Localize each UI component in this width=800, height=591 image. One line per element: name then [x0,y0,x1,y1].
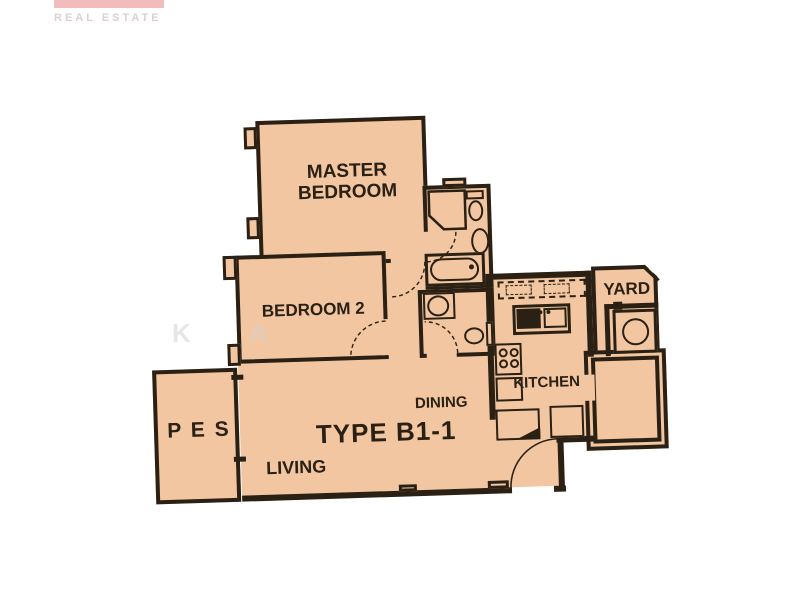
overhead-cabinet-door [543,283,570,295]
logo-bar [54,0,164,8]
column [398,484,418,492]
tap [613,301,623,310]
toilet-cistern [465,189,484,200]
logo-text: REAL ESTATE [54,12,162,24]
column [222,255,238,281]
shelter-doorway [580,374,596,401]
overhead-cabinet-door [505,284,532,296]
faucet [546,309,551,315]
label-living: LIVING [265,456,327,479]
label-unit-type: TYPE B1-1 [315,414,457,450]
label-yard: YARD [603,278,651,300]
toilet-cistern [485,321,494,346]
master-bedroom-doorway [390,254,425,266]
kitchen-sink [516,308,541,329]
watermark: K A [172,318,294,348]
label-dining: DINING [414,393,468,413]
bathtub-inner [429,257,480,282]
faucet [538,310,543,315]
label-master-bedroom: MASTER BEDROOM [297,159,398,204]
entrance-door-leaf [557,438,565,488]
bedroom2-doorway [380,318,391,356]
bathroom2-doorway [426,349,457,360]
brand-logo: REAL ESTATE [54,0,170,24]
stove [494,342,523,376]
sliding-door-tick [231,374,244,380]
column [442,177,467,188]
column [487,480,509,489]
label-pes: P E S [166,417,231,443]
shelter-inner-wall [590,355,662,444]
base-cabinet [495,408,541,441]
sliding-door-tick [233,456,246,462]
column [246,217,261,240]
column [243,127,258,150]
base-cabinet [549,404,585,438]
label-kitchen: KITCHEN [513,372,581,393]
